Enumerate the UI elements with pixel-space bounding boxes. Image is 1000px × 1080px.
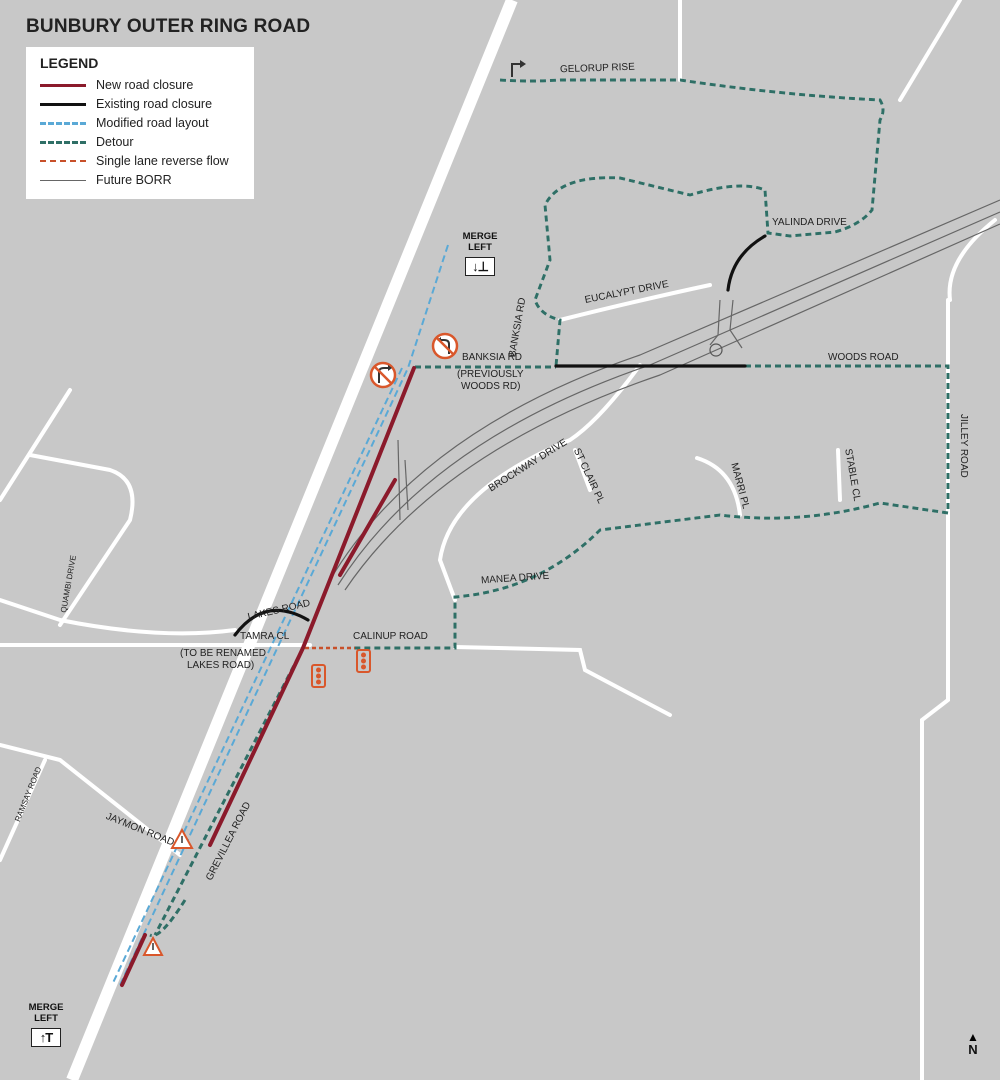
legend-swatch: [40, 179, 86, 181]
detour-routes: [149, 78, 950, 938]
warning-sign-icon: [170, 827, 194, 849]
modified-line-1: [119, 244, 449, 986]
highway: [66, 0, 518, 1080]
new-closure-ramp: [338, 478, 397, 577]
legend-swatch: [40, 160, 86, 162]
merge-left-top-line2: LEFT: [468, 241, 492, 253]
borr-ramp-3: [709, 299, 721, 346]
legend-label: Existing road closure: [96, 97, 213, 111]
merge-left-top-line1: MERGE: [462, 231, 498, 242]
north-label: N: [968, 1042, 978, 1057]
label-jilley-road: JILLEY ROAD: [958, 414, 969, 478]
eucalypt-drive: [558, 283, 712, 322]
existing-closure-yalinda: [726, 234, 767, 292]
legend-item-detour: Detour: [40, 133, 134, 151]
north-arrow-icon: ▲: [967, 1030, 979, 1044]
roundabout: [709, 343, 723, 357]
borr-line-3: [344, 223, 1000, 591]
existing-closures: [233, 234, 767, 637]
label-tamra-cl: TAMRA CL: [240, 631, 290, 642]
road-west-upper: [0, 388, 72, 502]
label-rename-line1: (TO BE RENAMED: [180, 648, 266, 659]
label-rename-line2: LAKES ROAD): [187, 660, 255, 671]
modified-layout: [111, 244, 449, 986]
legend-heading: LEGEND: [40, 55, 99, 71]
quambi-drive: [28, 453, 135, 627]
map-title: BUNBURY OUTER RING ROAD: [26, 16, 311, 37]
existing-closure-lakes: [233, 608, 310, 637]
label-yalinda-drive: YALINDA DRIVE: [772, 217, 847, 228]
warning-sign-icon: [142, 935, 164, 956]
traffic-light-icon: [311, 664, 326, 688]
legend-swatch: [40, 121, 86, 125]
merge-left-bottom-line1: MERGE: [28, 1002, 64, 1013]
label-previously-line2: WOODS RD): [461, 381, 521, 392]
label-calinup-road: CALINUP ROAD: [353, 631, 428, 642]
borr-line-2: [337, 211, 1000, 586]
legend-swatch: [40, 140, 86, 144]
st-clair-pl: [573, 448, 592, 492]
turn-left-arrow-icon: [511, 60, 526, 77]
merge-left-top: MERGE LEFT ↓⊥: [462, 231, 498, 276]
merge-arrows-icon: ↑T: [31, 1027, 61, 1047]
legend: LEGEND New road closure Existing road cl…: [26, 47, 254, 199]
legend-label: Modified road layout: [96, 116, 209, 130]
stable-cl: [836, 448, 842, 502]
borr-ramp-2: [404, 459, 409, 511]
legend-item-modified-road-layout: Modified road layout: [40, 114, 209, 132]
legend-item-new-road-closure: New road closure: [40, 76, 193, 94]
label-previously-line1: (PREVIOUSLY: [457, 369, 524, 380]
legend-label: Single lane reverse flow: [96, 154, 229, 168]
detour-north-loop: [499, 78, 885, 367]
new-closures: [120, 366, 416, 987]
borr-ramp-4: [729, 299, 743, 349]
brockway-drive: [437, 363, 642, 602]
ramsay-road: [0, 758, 47, 862]
legend-label: Future BORR: [96, 173, 172, 187]
marri-pl: [695, 456, 742, 517]
legend-swatch: [40, 83, 86, 87]
road-east-curve: [947, 218, 997, 302]
future-borr: [329, 199, 1000, 591]
no-left-turn-icon: [431, 332, 459, 360]
label-banksia-rd: BANKSIA RD: [462, 352, 523, 363]
road-top-right: [898, 0, 962, 102]
merge-left-bottom: MERGE LEFT ↑T: [28, 1002, 64, 1047]
road-west-lakes: [0, 598, 237, 636]
jaymon-road: [0, 743, 182, 857]
north-arrow: ▲ N: [963, 1030, 983, 1057]
legend-label: Detour: [96, 135, 134, 149]
no-right-turn-icon: [369, 361, 397, 389]
borr-line-1: [329, 199, 1000, 581]
modified-line-2: [111, 367, 403, 986]
calinup-road-east: [453, 645, 672, 717]
new-closure-grevillea: [208, 366, 416, 847]
traffic-light-icon: [356, 649, 371, 673]
new-closure-south: [120, 933, 147, 987]
legend-label: New road closure: [96, 78, 194, 92]
merge-left-bottom-line2: LEFT: [34, 1012, 58, 1024]
label-woods-road: WOODS ROAD: [828, 352, 899, 363]
borr-ramp-1: [397, 439, 401, 521]
legend-item-single-lane-reverse-flow: Single lane reverse flow: [40, 152, 229, 170]
detour-woods: [350, 364, 950, 650]
legend-swatch: [40, 102, 86, 106]
jilley-road: [920, 298, 950, 1080]
legend-item-future-borr: Future BORR: [40, 171, 172, 189]
merge-arrows-icon: ↓⊥: [465, 256, 495, 276]
detour-grevillea-end: [149, 899, 187, 938]
legend-item-existing-road-closure: Existing road closure: [40, 95, 212, 113]
